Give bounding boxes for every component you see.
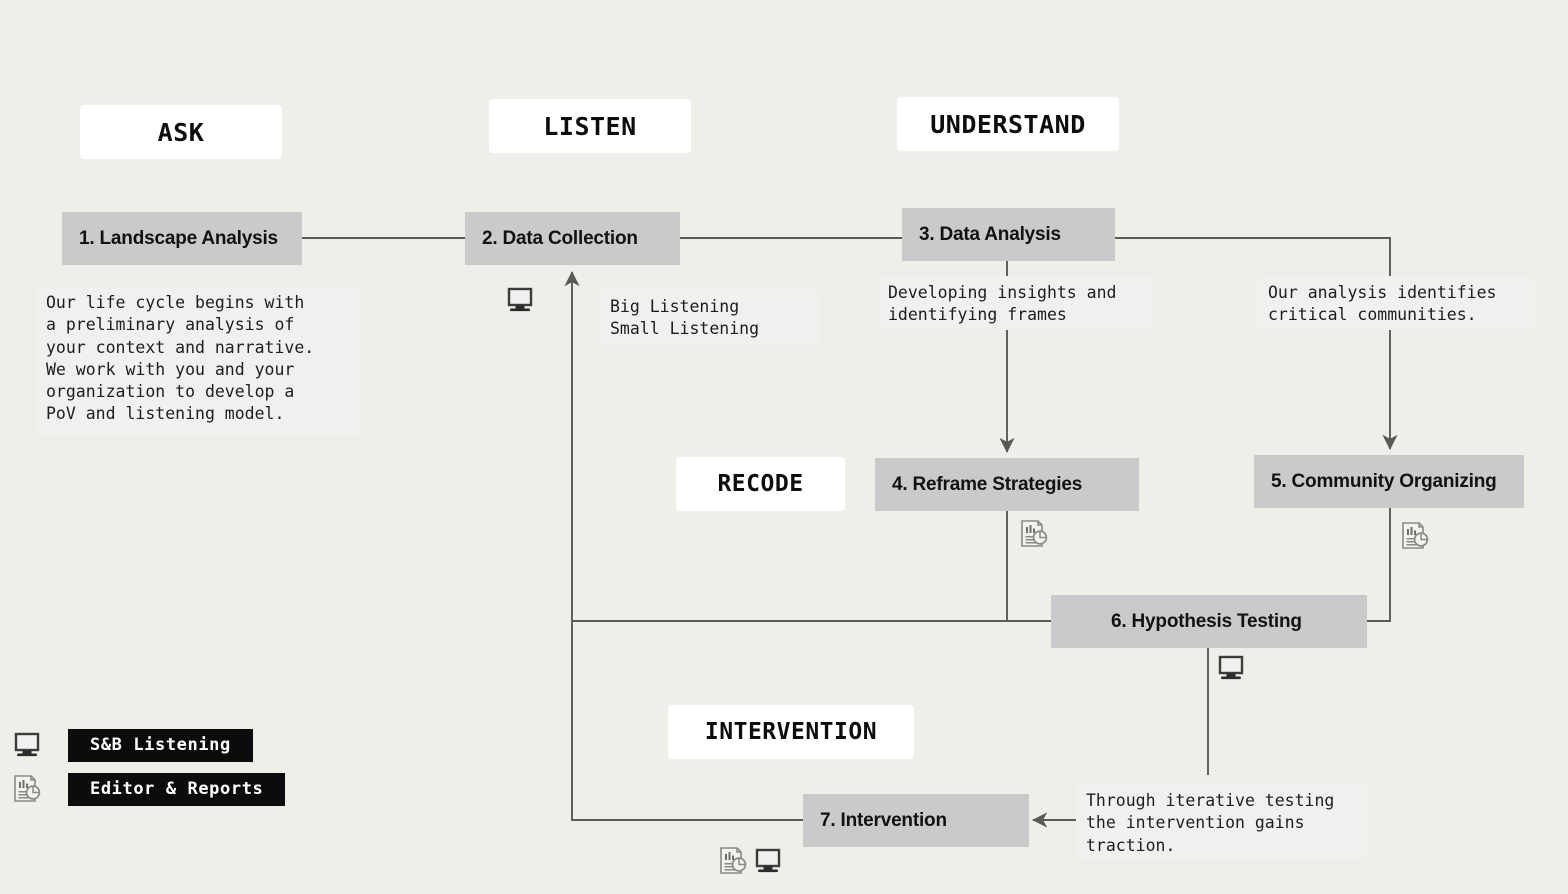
step-label: 2. Data Collection <box>482 227 638 249</box>
step-label: 1. Landscape Analysis <box>79 227 278 249</box>
monitor-icon <box>12 730 42 760</box>
marker-community-organizing <box>1400 521 1430 556</box>
monitor-icon <box>754 848 782 880</box>
step-label: 4. Reframe Strategies <box>892 473 1083 495</box>
phase-ask[interactable]: ASK <box>80 105 282 159</box>
report-icon <box>1400 521 1430 556</box>
step-box-reframe-strategies[interactable]: 4. Reframe Strategies <box>875 458 1139 511</box>
legend-label: Editor & Reports <box>68 772 286 806</box>
step-box-landscape-analysis[interactable]: 1. Landscape Analysis <box>62 212 302 265</box>
phase-label: LISTEN <box>543 111 637 141</box>
note-listening-types: Big Listening Small Listening <box>600 290 820 344</box>
phase-intervention[interactable]: INTERVENTION <box>668 705 914 759</box>
phase-label: ASK <box>157 117 205 147</box>
phase-recode[interactable]: RECODE <box>676 457 845 511</box>
step-label: 3. Data Analysis <box>919 223 1061 245</box>
legend-item-sb-listening: S&B Listening <box>12 728 285 762</box>
note-iterative-traction: Through iterative testing the interventi… <box>1076 784 1366 860</box>
legend-item-editor-reports: Editor & Reports <box>12 772 286 806</box>
marker-intervention <box>718 846 782 881</box>
step-label: 7. Intervention <box>820 809 947 831</box>
step-label: 5. Community Organizing <box>1271 470 1497 492</box>
report-icon <box>1019 519 1049 554</box>
wire-3-to-5 <box>1115 237 1398 450</box>
report-icon <box>718 846 748 881</box>
step-box-community-organizing[interactable]: 5. Community Organizing <box>1254 455 1524 508</box>
note-critical-communities: Our analysis identifies critical communi… <box>1258 276 1534 330</box>
phase-label: RECODE <box>717 471 804 497</box>
legend: S&B Listening Editor & Reports <box>12 728 286 816</box>
phase-label: INTERVENTION <box>704 719 878 745</box>
marker-data-collection <box>506 287 534 319</box>
step-box-data-analysis[interactable]: 3. Data Analysis <box>902 208 1115 261</box>
wire-5-to-6 <box>1367 508 1391 622</box>
phase-label: UNDERSTAND <box>930 109 1086 139</box>
step-label: 6. Hypothesis Testing <box>1111 610 1302 632</box>
phase-listen[interactable]: LISTEN <box>489 99 691 153</box>
marker-reframe-strategies <box>1019 519 1049 554</box>
step-box-data-collection[interactable]: 2. Data Collection <box>465 212 680 265</box>
legend-label: S&B Listening <box>68 728 253 762</box>
report-icon <box>12 774 42 804</box>
note-insights-frames: Developing insights and identifying fram… <box>878 276 1154 330</box>
monitor-icon <box>1217 655 1245 687</box>
note-landscape-analysis: Our life cycle begins with a preliminary… <box>36 286 360 436</box>
step-box-intervention[interactable]: 7. Intervention <box>803 794 1029 847</box>
marker-hypothesis-testing <box>1217 655 1245 687</box>
phase-understand[interactable]: UNDERSTAND <box>897 97 1119 151</box>
step-box-hypothesis-testing[interactable]: 6. Hypothesis Testing <box>1051 595 1367 648</box>
monitor-icon <box>506 287 534 319</box>
